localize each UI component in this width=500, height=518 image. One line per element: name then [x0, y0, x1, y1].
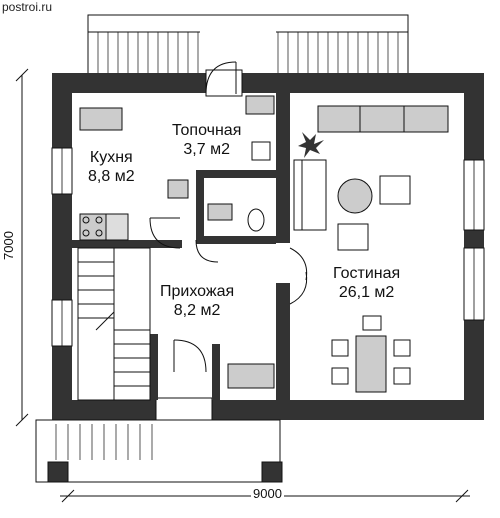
room-name: Кухня — [89, 149, 133, 166]
watermark: postroi.ru — [2, 0, 53, 14]
living-furniture — [227, 105, 449, 393]
room-area: 8,8 м2 — [88, 168, 135, 185]
front-porch — [35, 419, 283, 483]
room-name: Гостиная — [333, 265, 401, 282]
width-dimension: 9000 — [251, 486, 284, 501]
top-terrace — [87, 14, 409, 76]
kitchen-fixtures — [79, 107, 189, 241]
doors — [149, 61, 308, 373]
height-dimension: 7000 — [0, 229, 16, 262]
room-label-hallway: Прихожая 8,2 м2 — [160, 282, 234, 320]
room-area: 3,7 м2 — [183, 141, 230, 158]
plant-icon — [298, 132, 324, 158]
room-name: Прихожая — [160, 283, 235, 300]
room-label-boiler: Топочная 3,7 м2 — [172, 121, 241, 159]
room-name: Топочная — [172, 122, 242, 139]
bath-fixtures — [207, 95, 275, 232]
interior-walls — [72, 93, 290, 400]
window-panes — [61, 148, 475, 346]
stairs — [77, 247, 151, 401]
room-label-living: Гостиная 26,1 м2 — [333, 264, 400, 302]
room-area: 8,2 м2 — [173, 302, 221, 319]
room-area: 26,1 м2 — [338, 284, 395, 301]
room-label-kitchen: Кухня 8,8 м2 — [88, 148, 135, 186]
